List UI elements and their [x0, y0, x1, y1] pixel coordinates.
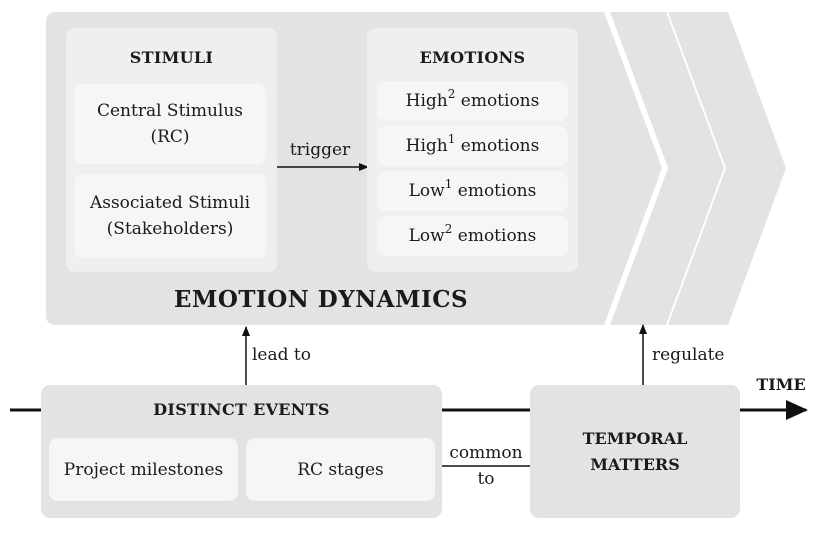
stimuli-title: STIMULI — [129, 48, 214, 67]
trigger-label: trigger — [289, 140, 351, 160]
emotions-box: EMOTIONS High2 emotions High1 emotions L… — [367, 28, 578, 272]
central-stimulus-line2: (RC) — [150, 127, 190, 147]
distinct-events-box: DISTINCT EVENTS Project milestones RC st… — [41, 385, 442, 518]
associated-stimuli-line2: (Stakeholders) — [106, 219, 234, 239]
chevron-middle — [610, 12, 724, 325]
common-label: common — [449, 443, 523, 463]
temporal-line1: TEMPORAL — [582, 428, 688, 448]
regulate-label: regulate — [652, 345, 725, 365]
chevron-back — [668, 12, 786, 325]
emotion-item-high2: High2 emotions — [377, 81, 568, 121]
emotion-dynamics-title: EMOTION DYNAMICS — [173, 286, 469, 313]
emotion-item-high1: High1 emotions — [377, 126, 568, 166]
central-stimulus-box: Central Stimulus (RC) — [74, 84, 266, 164]
project-milestones-label: Project milestones — [63, 459, 224, 480]
associated-stimuli-box: Associated Stimuli (Stakeholders) — [74, 174, 266, 258]
associated-stimuli-line1: Associated Stimuli — [89, 193, 251, 213]
emotions-title: EMOTIONS — [419, 48, 526, 67]
temporal-matters-box: TEMPORAL MATTERS — [530, 385, 740, 518]
to-label: to — [477, 469, 495, 489]
lead-to-label: lead to — [252, 345, 311, 365]
stimuli-box: STIMULI Central Stimulus (RC) Associated… — [66, 28, 277, 272]
time-label: TIME — [756, 375, 806, 394]
distinct-events-title: DISTINCT EVENTS — [153, 400, 330, 419]
rc-stages-label: RC stages — [297, 459, 384, 480]
emotion-item-low2: Low2 emotions — [377, 216, 568, 256]
emotion-item-low1: Low1 emotions — [377, 171, 568, 211]
rc-stages-box: RC stages — [246, 438, 435, 501]
central-stimulus-line1: Central Stimulus — [96, 101, 244, 121]
project-milestones-box: Project milestones — [49, 438, 238, 501]
temporal-line2: MATTERS — [590, 454, 680, 474]
